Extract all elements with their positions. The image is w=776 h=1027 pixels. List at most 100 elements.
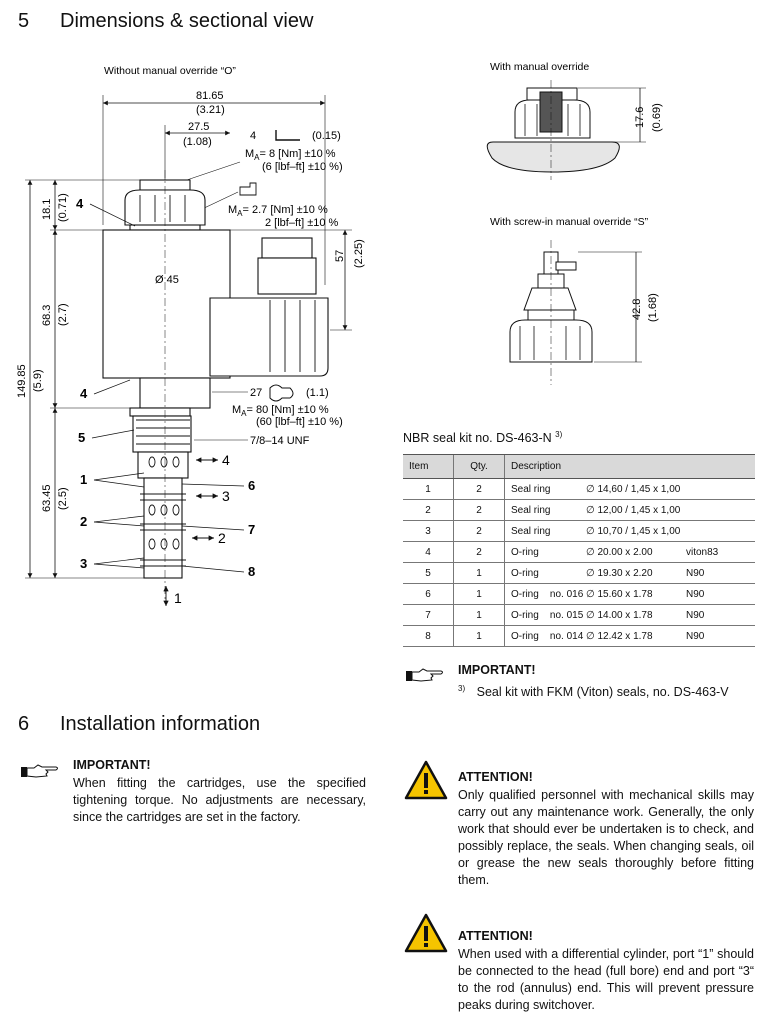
attention2-title: ATTENTION! (458, 929, 533, 943)
torque1-key: 4 (250, 130, 256, 142)
desc-type: Seal ring (511, 483, 551, 495)
important-kit-title: IMPORTANT! (458, 663, 536, 677)
torque3-ma: MA= 80 [Nm] ±10 % (232, 404, 329, 418)
cell-qty: 2 (453, 499, 505, 521)
cell-item: 5 (403, 562, 454, 584)
desc-type: Seal ring (511, 525, 551, 537)
warning-icon (404, 913, 448, 953)
cell-description: O-ring no. 016∅ 15.60 x 1.78 N90 (504, 583, 755, 605)
dim-offset: 27.5 (188, 121, 209, 133)
dim-total-h-in: (5.9) (32, 369, 44, 392)
desc-material (686, 484, 746, 495)
manual-override-drawing: With manual override 17.6 (0.69) (486, 61, 663, 180)
attention1-text: Only qualified personnel with mechanical… (458, 788, 754, 887)
cell-item: 7 (403, 604, 454, 626)
item-1: 1 (80, 472, 87, 487)
cell-item: 8 (403, 625, 454, 647)
port-3: 3 (222, 488, 230, 504)
desc-type: Seal ring (511, 504, 551, 516)
desc-material: viton83 (686, 546, 719, 558)
important-install-title: IMPORTANT! (73, 758, 151, 772)
item-4-top: 4 (76, 196, 84, 211)
item-8: 8 (248, 564, 255, 579)
section-number: 6 (18, 713, 30, 735)
dim-coil-h: 68.3 (41, 305, 53, 326)
cell-qty: 1 (453, 625, 505, 647)
cell-qty: 2 (453, 478, 505, 500)
desc-material: N90 (686, 609, 705, 621)
torque3-key: 27 (250, 387, 262, 399)
desc-type: O-ring (511, 546, 539, 558)
item-2: 2 (80, 514, 87, 529)
cell-qty: 1 (453, 583, 505, 605)
warning-icon (404, 760, 448, 800)
torque1-lbf: (6 [lbf–ft] ±10 %) (262, 161, 343, 173)
cell-description: Seal ring ∅ 14,60 / 1,45 x 1,00 (504, 478, 755, 500)
port-1: 1 (174, 590, 182, 606)
wrench-icon (269, 384, 294, 402)
dim-lower-h-in: (2.5) (57, 487, 69, 510)
thread-spec: 7/8–14 UNF (250, 435, 310, 447)
screw-override-drawing: With screw-in manual override “S” 42.8 (… (490, 216, 659, 385)
desc-material: N90 (686, 630, 705, 642)
dim-coil-h-in: (2.7) (57, 303, 69, 326)
item-4-bottom: 4 (80, 386, 88, 401)
override-caption: With manual override (490, 61, 589, 73)
desc-type: O-ring (511, 567, 539, 579)
item-3: 3 (80, 556, 87, 571)
desc-type: O-ring no. 016 (511, 588, 584, 600)
dim-overall-width-in: (3.21) (196, 104, 225, 116)
pointing-hand-icon (21, 764, 58, 778)
desc-size: ∅ 10,70 / 1,45 x 1,00 (586, 525, 681, 537)
cell-item: 3 (403, 520, 454, 542)
override-dim-in: (0.69) (651, 103, 663, 132)
dim-top-h: 18.1 (41, 199, 53, 220)
screw-dim: 42.8 (631, 299, 643, 320)
sectional-drawing: Without manual override “O” 81.65 (3.21)… (16, 65, 365, 606)
dim-conn-h-in: (2.25) (353, 239, 365, 268)
desc-size: ∅ 12.42 x 1.78 (586, 630, 653, 642)
desc-material (686, 526, 746, 537)
cell-qty: 2 (453, 541, 505, 563)
important-install-text: When fitting the cartridges, use the spe… (73, 776, 366, 824)
screw-caption: With screw-in manual override “S” (490, 216, 649, 228)
torque1-key-in: (0.15) (312, 130, 341, 142)
col-item: Item (403, 454, 454, 479)
cell-item: 2 (403, 499, 454, 521)
col-qty: Qty. (453, 454, 505, 479)
item-6: 6 (248, 478, 255, 493)
desc-material: N90 (686, 588, 705, 600)
screw-dim-in: (1.68) (647, 293, 659, 322)
hand-icon (239, 182, 257, 196)
torque2-ma: MA= 2.7 [Nm] ±10 % (228, 204, 328, 218)
col-description: Description (504, 454, 755, 479)
drawing-caption: Without manual override “O” (104, 65, 236, 77)
desc-size: ∅ 14,60 / 1,45 x 1,00 (586, 483, 681, 495)
attention1-title: ATTENTION! (458, 770, 533, 784)
item-5: 5 (78, 430, 85, 445)
cell-qty: 2 (453, 520, 505, 542)
torque3-lbf: (60 [lbf–ft] ±10 %) (256, 416, 343, 428)
important-kit-note: 3) Seal kit with FKM (Viton) seals, no. … (458, 684, 729, 700)
pointing-hand-icon (406, 668, 443, 682)
hex-key-icon (275, 130, 300, 141)
desc-size: ∅ 15.60 x 1.78 (586, 588, 653, 600)
cell-description: Seal ring∅ 12,00 / 1,45 x 1,00 (504, 499, 755, 521)
desc-size: ∅ 20.00 x 2.00 (586, 546, 653, 558)
torque1-ma: MA= 8 [Nm] ±10 % (245, 148, 336, 162)
override-dim: 17.6 (634, 107, 646, 128)
section-title: Dimensions & sectional view (60, 10, 314, 32)
cell-description: Seal ring ∅ 10,70 / 1,45 x 1,00 (504, 520, 755, 542)
dim-lower-h: 63.45 (41, 484, 53, 512)
port-2: 2 (218, 530, 226, 546)
